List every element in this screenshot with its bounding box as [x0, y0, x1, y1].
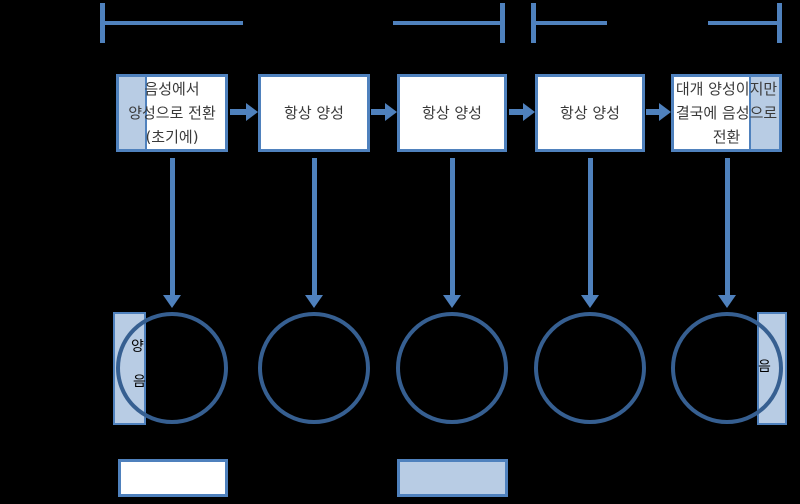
- test-circle-1: [116, 312, 228, 424]
- stage-box-line: 대개 양성이지만: [675, 80, 778, 98]
- box-highlight-strip: [119, 77, 147, 149]
- stage-box-label: 음성에서 양성으로 전환 (초기에): [119, 77, 225, 149]
- stage-box-line: (초기에): [145, 128, 199, 146]
- stage-box-line: 전환: [712, 128, 741, 146]
- stage-box-3: 항상 양성: [397, 74, 507, 152]
- test-circle-4: [534, 312, 646, 424]
- test-circle-5: [671, 312, 783, 424]
- stage-box-line: 양성으로 전환: [128, 104, 216, 122]
- stage-box-5: 대개 양성이지만 결국에 음성으로 전환: [671, 74, 782, 152]
- arrow-head-icon: [718, 295, 736, 308]
- stage-box-label: 항상 양성: [538, 77, 642, 149]
- stage-box-2: 항상 양성: [258, 74, 370, 152]
- test-circle-2: [258, 312, 370, 424]
- stage-box-line: 음성에서: [144, 80, 200, 98]
- timeline-line: [531, 21, 607, 25]
- box-highlight-strip: [749, 77, 779, 149]
- stage-box-line: 항상 양성: [422, 104, 482, 122]
- timeline-line: [100, 21, 243, 25]
- legend-swatch-white: [118, 459, 228, 497]
- stage-box-line: 항상 양성: [284, 104, 344, 122]
- timeline-tick: [777, 3, 782, 43]
- arrow-head-icon: [659, 103, 671, 121]
- stage-box-label: 항상 양성: [400, 77, 504, 149]
- timeline-line: [708, 21, 782, 25]
- arrow-shaft: [312, 158, 317, 295]
- arrow-head-icon: [523, 103, 535, 121]
- arrow-shaft: [646, 109, 660, 115]
- arrow-shaft: [371, 109, 386, 115]
- timeline-tick: [500, 3, 505, 43]
- arrow-head-icon: [305, 295, 323, 308]
- overlay-label: 양: [131, 339, 144, 355]
- arrow-head-icon: [246, 103, 258, 121]
- stage-box-4: 항상 양성: [535, 74, 645, 152]
- arrow-shaft: [725, 158, 730, 295]
- stage-box-label: 항상 양성: [261, 77, 367, 149]
- stage-box-line: 결국에 음성으로: [675, 104, 778, 122]
- arrow-head-icon: [163, 295, 181, 308]
- arrow-shaft: [509, 109, 524, 115]
- legend-swatch-blue: [397, 459, 508, 497]
- arrow-shaft: [170, 158, 175, 295]
- arrow-head-icon: [385, 103, 397, 121]
- arrow-shaft: [230, 109, 247, 115]
- stage-box-label: 대개 양성이지만 결국에 음성으로 전환: [674, 77, 779, 149]
- test-circle-3: [396, 312, 508, 424]
- timeline-line: [393, 21, 505, 25]
- arrow-shaft: [450, 158, 455, 295]
- overlay-label: 음: [758, 359, 771, 375]
- stage-box-1: 음성에서 양성으로 전환 (초기에): [116, 74, 228, 152]
- arrow-head-icon: [443, 295, 461, 308]
- arrow-shaft: [588, 158, 593, 295]
- overlay-label: 음: [133, 374, 146, 390]
- stage-box-line: 항상 양성: [560, 104, 620, 122]
- arrow-head-icon: [581, 295, 599, 308]
